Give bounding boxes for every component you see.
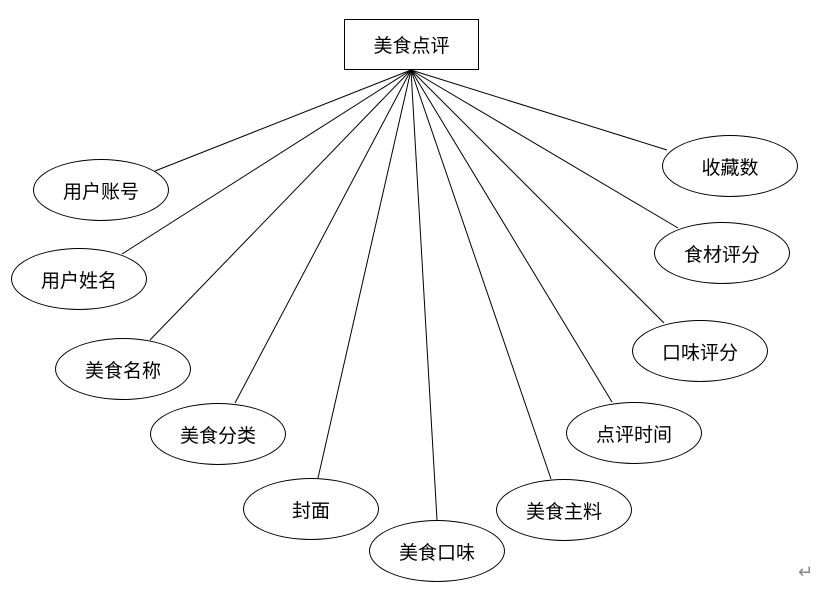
connector-line [410, 69, 668, 151]
attribute-ellipse: 美食分类 [150, 403, 286, 465]
attribute-ellipse: 点评时间 [566, 402, 702, 464]
attribute-ellipse: 美食口味 [369, 520, 505, 582]
attribute-ellipse: 美食名称 [55, 338, 191, 400]
connector-line [121, 69, 412, 255]
connector-line [154, 69, 412, 172]
connector-line [317, 69, 412, 479]
attribute-ellipse: 口味评分 [632, 320, 768, 382]
attribute-ellipse: 用户姓名 [11, 248, 147, 310]
attribute-ellipse: 封面 [243, 478, 379, 540]
connector-line [149, 69, 412, 341]
paragraph-mark: ↵ [798, 562, 814, 583]
attribute-ellipse: 用户账号 [33, 159, 169, 221]
connector-line [410, 69, 613, 403]
entity-box: 美食点评 [344, 19, 479, 70]
attribute-ellipse: 美食主料 [496, 479, 632, 541]
connector-line [234, 69, 412, 404]
attribute-ellipse: 收藏数 [662, 135, 798, 197]
connector-line [410, 69, 438, 521]
attribute-ellipse: 食材评分 [654, 222, 790, 284]
connector-line [410, 69, 679, 229]
connector-line [410, 69, 665, 324]
connector-line [410, 69, 552, 480]
